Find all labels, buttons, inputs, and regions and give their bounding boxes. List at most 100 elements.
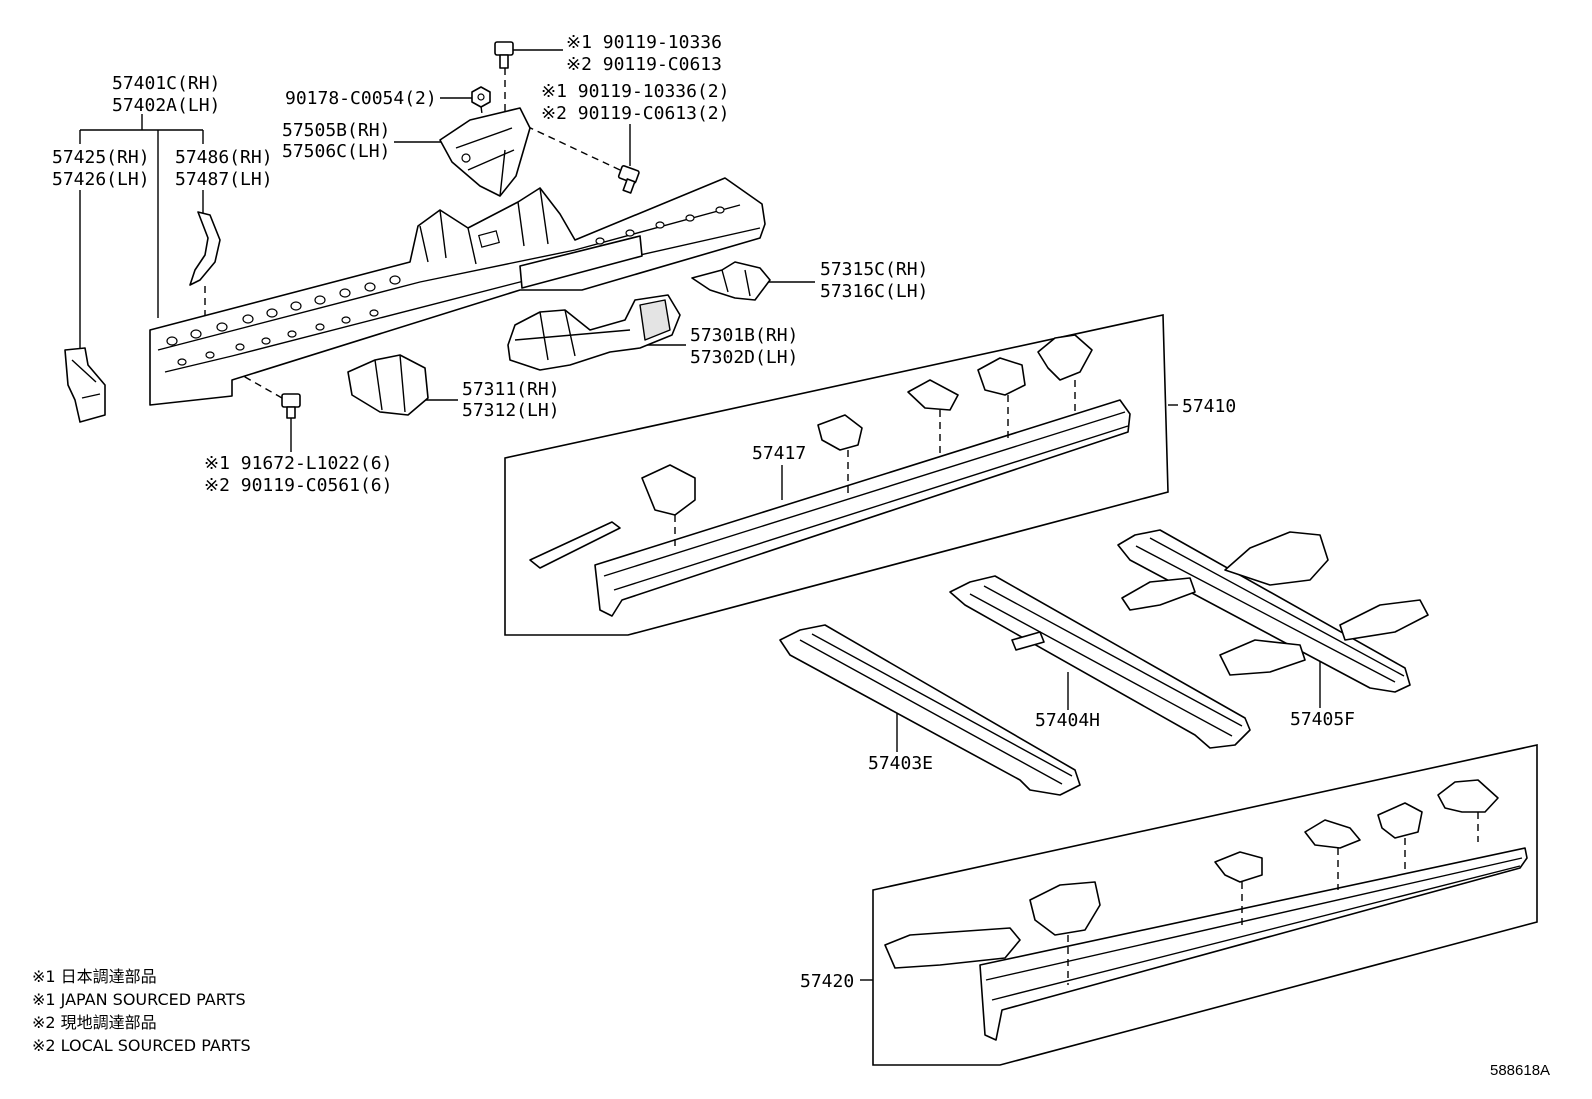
rocker-lower-bracket-2	[1214, 851, 1263, 883]
label-bolt-right-1: ※1 90119-10336(2)	[541, 81, 729, 102]
member-405-left-arm	[1121, 577, 1196, 611]
label-bolt-top-2: ※2 90119-C0613	[566, 54, 722, 75]
upper-bracket	[439, 107, 531, 197]
dash-bolt-lower	[207, 355, 283, 399]
hole	[205, 351, 215, 359]
hole	[315, 323, 325, 331]
hole	[314, 295, 326, 305]
hole	[235, 343, 245, 351]
hole	[595, 237, 605, 245]
member-405-right-arm	[1339, 599, 1429, 641]
legend-line-3: ※2 現地調達部品	[32, 1013, 157, 1032]
member-404	[949, 575, 1251, 749]
center-bracket-detail	[639, 299, 671, 341]
rocker-upper-bracket-2	[817, 414, 863, 451]
front-brace	[64, 347, 106, 423]
member-405-lines	[1135, 537, 1405, 683]
member-405	[1117, 529, 1429, 693]
rocker-upper-bracket-5	[1037, 334, 1093, 381]
label-rocker-assy-lower: 57420	[800, 971, 854, 992]
hole	[369, 309, 379, 317]
member-404-tab	[1011, 631, 1045, 651]
legend-line-1: ※1 日本調達部品	[32, 967, 157, 986]
rocker-lower-bracket-1	[1029, 881, 1101, 936]
label-mid-brace-rh: 57486(RH)	[175, 147, 273, 168]
lower-bracket	[347, 354, 429, 416]
label-bolt-lower-1: ※1 91672-L1022(6)	[204, 453, 392, 474]
mid-brace	[189, 211, 221, 286]
bolt-right-shank	[622, 178, 636, 194]
label-front-brace-lh: 57426(LH)	[52, 169, 150, 190]
label-mid-brace-lh: 57487(LH)	[175, 169, 273, 190]
bolt-top-shank	[499, 54, 509, 69]
label-lower-bracket-lh: 57312(LH)	[462, 400, 560, 421]
front-brace-detail	[71, 359, 101, 399]
rocker-lower-bracket-5	[1437, 779, 1499, 813]
hole	[287, 330, 297, 338]
rocker-lower-bracket-3	[1304, 819, 1361, 849]
label-upper-bracket-rh: 57505B(RH)	[282, 120, 390, 141]
legend-line-4: ※2 LOCAL SOURCED PARTS	[32, 1036, 251, 1055]
rocker-rail-upper	[594, 399, 1131, 617]
figure-id: 588618A	[1490, 1062, 1550, 1079]
rocker-upper-bracket-1	[641, 464, 696, 516]
rocker-upper-bracket-3	[907, 379, 959, 411]
bolt-right	[617, 165, 640, 194]
rocker-assy-upper	[504, 314, 1169, 636]
lower-bracket-detail	[374, 354, 406, 413]
hole	[266, 308, 278, 318]
label-member-404: 57404H	[1035, 710, 1100, 731]
floor-side-member-body	[149, 177, 766, 406]
bolt-lower	[281, 393, 301, 419]
label-floor-side-member-lh: 57402A(LH)	[112, 95, 220, 116]
nut	[471, 86, 491, 108]
rocker-assy-lower	[872, 744, 1538, 1066]
rocker-upper-bracket-4	[977, 357, 1026, 396]
label-front-brace-rh: 57425(RH)	[52, 147, 150, 168]
rocker-rail-lower	[979, 847, 1528, 1041]
member-405-upper-pan	[1224, 531, 1329, 586]
label-lower-bracket-rh: 57311(RH)	[462, 379, 560, 400]
hole	[261, 337, 271, 345]
hole	[216, 322, 228, 332]
rocker-rail-lower-lines	[985, 857, 1523, 1001]
legend-line-2: ※1 JAPAN SOURCED PARTS	[32, 990, 246, 1009]
label-rear-bracket-lh: 57316C(LH)	[820, 281, 928, 302]
label-floor-side-member-rh: 57401C(RH)	[112, 73, 220, 94]
rocker-upper-strip	[529, 521, 621, 569]
bolt-top-head	[494, 41, 514, 56]
upper-bracket-details	[455, 127, 515, 197]
label-bolt-lower-2: ※2 90119-C0561(6)	[204, 475, 392, 496]
label-rocker-assy-upper: 57410	[1182, 396, 1236, 417]
label-member-403: 57403E	[868, 753, 933, 774]
upper-bracket-body	[439, 107, 531, 197]
label-bolt-right-2: ※2 90119-C0613(2)	[541, 103, 729, 124]
member-403	[779, 624, 1081, 796]
hole	[177, 358, 187, 366]
floor-side-member-pad	[519, 235, 643, 289]
member-404-lines	[969, 585, 1243, 737]
bolt-lower-head	[281, 393, 301, 408]
rear-bracket-detail	[721, 269, 751, 297]
hole	[290, 301, 302, 311]
center-bracket-lines	[514, 309, 631, 361]
label-rear-bracket-rh: 57315C(RH)	[820, 259, 928, 280]
leader-lines	[79, 49, 1321, 981]
hole	[341, 316, 351, 324]
rocker-assy-lower-frame	[872, 744, 1538, 1066]
hole	[166, 336, 178, 346]
hole	[655, 221, 665, 229]
upper-bracket-hole	[461, 153, 471, 163]
label-center-bracket-rh: 57301B(RH)	[690, 325, 798, 346]
hole	[715, 206, 725, 214]
bolt-top	[494, 41, 514, 69]
label-bolt-top-1: ※1 90119-10336	[566, 32, 722, 53]
legend: ※1 日本調達部品 ※1 JAPAN SOURCED PARTS ※2 現地調達…	[32, 967, 251, 1055]
floor-side-member-window	[478, 230, 500, 248]
hole	[339, 288, 351, 298]
nut-bore	[477, 93, 485, 101]
floor-side-member	[149, 177, 766, 406]
floor-side-member-riser-lines	[419, 187, 549, 265]
member-405-lower-arm	[1219, 639, 1306, 676]
